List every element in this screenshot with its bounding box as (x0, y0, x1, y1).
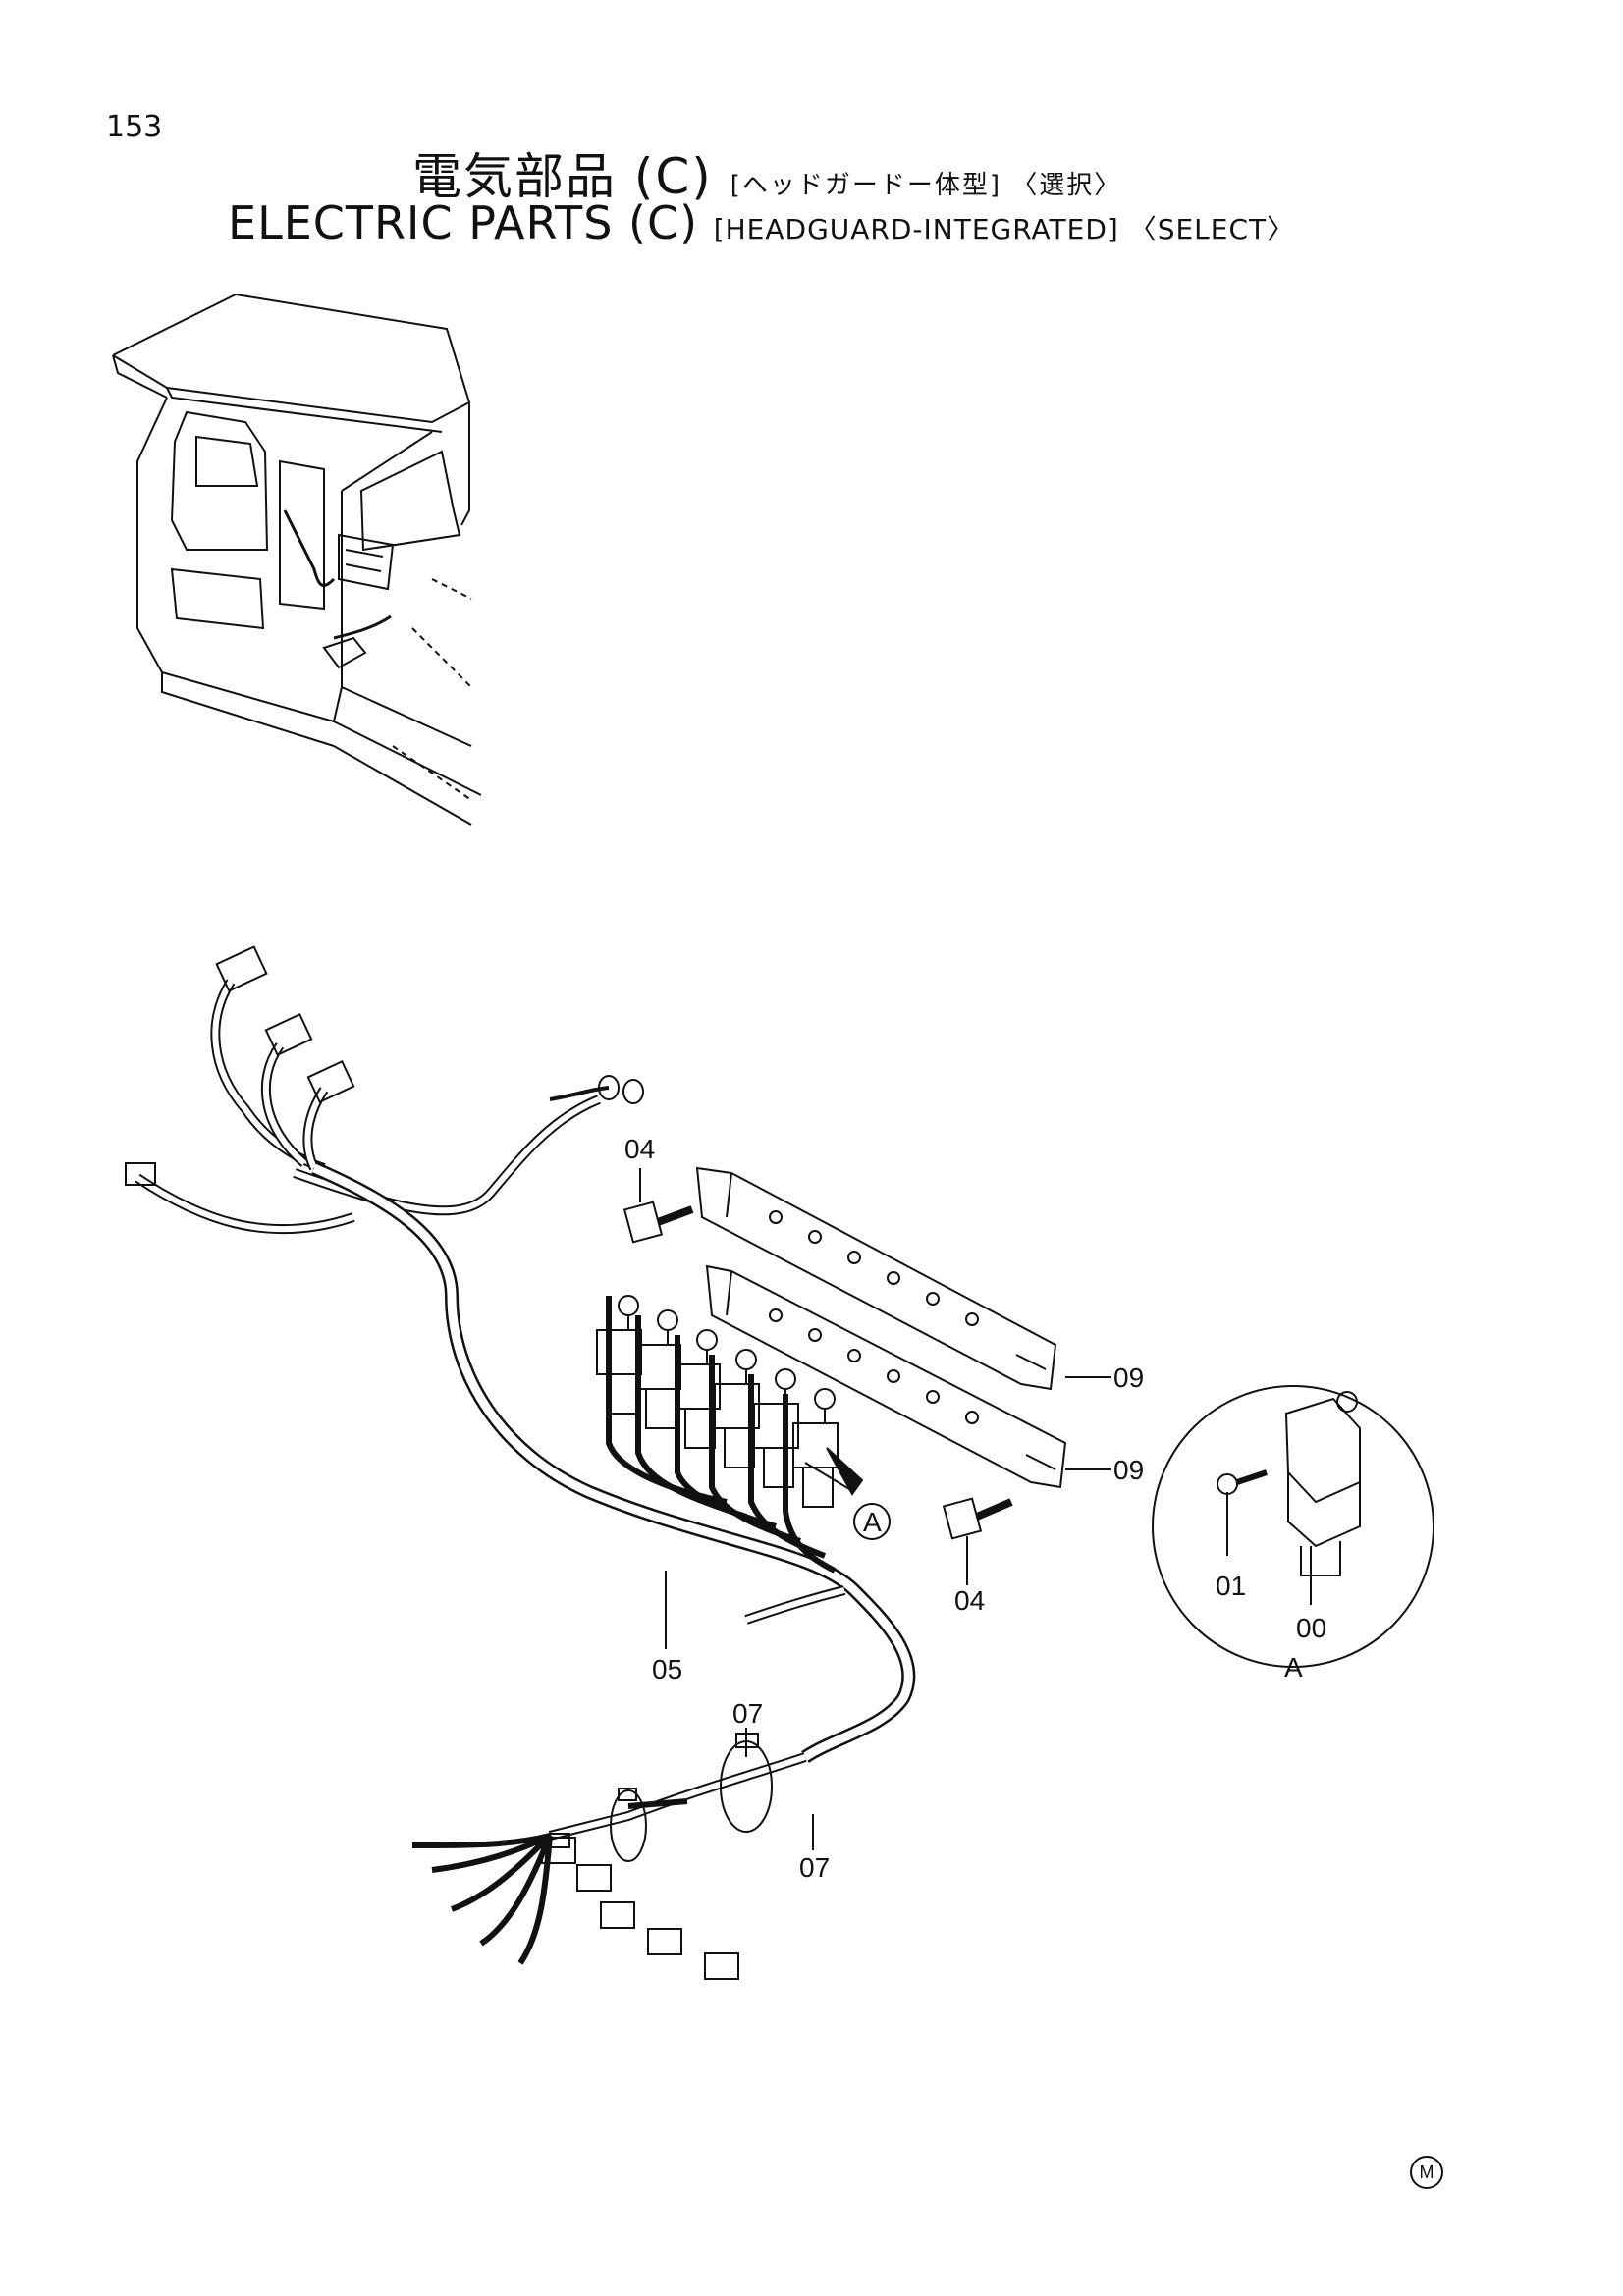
callout-bracket-upper: 09 (1113, 1362, 1144, 1393)
callout-clamp-upper: 07 (732, 1698, 763, 1729)
wire-harness (135, 979, 916, 1965)
page-number: 153 (106, 110, 163, 144)
callout-harness: 05 (652, 1654, 682, 1684)
detail-reference-marker (826, 1447, 891, 1540)
callout-detail-relay: 00 (1296, 1613, 1326, 1643)
relay-row (596, 1295, 839, 1508)
cab-overview-illustration (112, 293, 482, 826)
title-jp-main: 電気部品 (C) (412, 148, 713, 205)
callout-detail-screw: 01 (1216, 1571, 1246, 1601)
page-title-english: ELECTRIC PARTS (C) [HEADGUARD-INTEGRATED… (228, 196, 1295, 249)
callout-bolt-bottom: 04 (954, 1585, 985, 1616)
detail-caption: A (1284, 1652, 1303, 1682)
callout-bolt-top: 04 (624, 1134, 655, 1164)
title-jp-sub: [ヘッドガードー体型] 〈選択〉 (730, 171, 1122, 200)
callout-clamp-lower: 07 (799, 1852, 830, 1883)
title-en-sub: [HEADGUARD-INTEGRATED] 〈SELECT〉 (713, 213, 1296, 245)
leader-lines (639, 1168, 1312, 1850)
title-en-main: ELECTRIC PARTS (C) (228, 196, 699, 249)
detail-a-view (1152, 1385, 1434, 1668)
relay-brackets (695, 1166, 1067, 1489)
callout-bracket-lower: 09 (1113, 1455, 1144, 1485)
footer-mark: M (1410, 2156, 1443, 2189)
harness-connectors (125, 945, 739, 1980)
callout-detail-ref: A (863, 1507, 882, 1537)
mounting-bolts (622, 1201, 1013, 1540)
page-title-japanese: 電気部品 (C) [ヘッドガードー体型] 〈選択〉 (412, 137, 1121, 208)
